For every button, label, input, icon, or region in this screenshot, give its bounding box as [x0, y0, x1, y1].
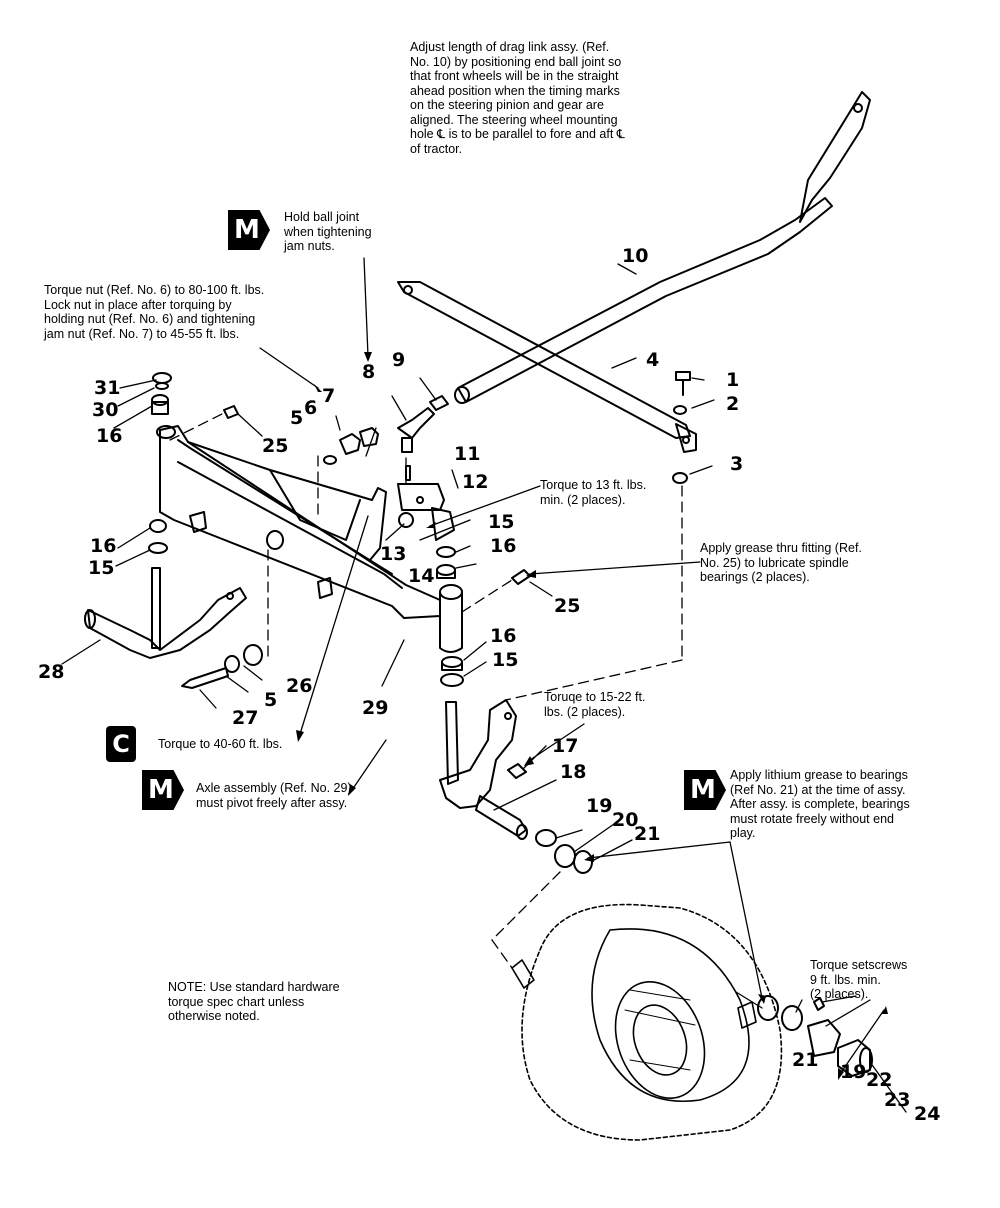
callout-2: 2	[726, 393, 739, 415]
callout-11: 11	[454, 443, 480, 465]
maintenance-badge-ball-joint: M	[228, 210, 270, 250]
callout-5a: 5	[290, 407, 303, 429]
callout-4: 4	[646, 349, 659, 371]
callout-15c: 15	[492, 649, 518, 671]
grease-fitting-left	[223, 405, 239, 419]
wheel-hardware	[757, 995, 873, 1077]
callout-29: 29	[362, 697, 388, 719]
callout-21b: 21	[792, 1049, 818, 1071]
right-bushings	[436, 546, 464, 687]
note-drag-link: Adjust length of drag link assy. (Ref. N…	[410, 40, 625, 156]
callout-25b: 25	[554, 595, 580, 617]
callout-24: 24	[914, 1103, 940, 1125]
note-standard: NOTE: Use standard hardware torque spec …	[168, 980, 340, 1023]
callout-19b: 19	[840, 1061, 866, 1083]
note-ball-joint: Hold ball joint when tightening jam nuts…	[284, 210, 372, 253]
callout-15a: 15	[488, 511, 514, 533]
grease-fitting	[511, 569, 531, 585]
steering-bracket	[397, 465, 455, 541]
callout-16b: 16	[90, 535, 116, 557]
tie-rod	[397, 281, 697, 453]
washer-3	[672, 472, 688, 484]
drag-link-assembly	[454, 91, 871, 404]
callout-17: 17	[552, 735, 578, 757]
nuts-6-7	[323, 427, 379, 465]
note-lithium: Apply lithium grease to bearings (Ref No…	[730, 768, 910, 840]
callout-16d: 16	[490, 625, 516, 647]
callout-16a: 16	[96, 425, 122, 447]
callout-14: 14	[408, 565, 434, 587]
left-hardware	[148, 372, 172, 554]
callout-21a: 21	[634, 823, 660, 845]
callout-7: 7	[322, 385, 335, 407]
callout-25a: 25	[262, 435, 288, 457]
note-torque-15-22: Toruqe to 15-22 ft. lbs. (2 places).	[544, 690, 646, 719]
note-torque-nut: Torque nut (Ref. No. 6) to 80-100 ft. lb…	[44, 283, 265, 341]
bolt-and-washer	[673, 371, 691, 415]
wheel	[511, 903, 783, 1141]
maintenance-badge-axle: M	[142, 770, 184, 810]
ball-joint	[397, 395, 449, 453]
callout-16c: 16	[490, 535, 516, 557]
axle-assembly	[156, 425, 441, 619]
callout-13: 13	[380, 543, 406, 565]
callout-26: 26	[286, 675, 312, 697]
callout-12: 12	[462, 471, 488, 493]
callout-9: 9	[392, 349, 405, 371]
callout-8: 8	[362, 361, 375, 383]
note-axle-pivot: Axle assembly (Ref. No. 29) must pivot f…	[196, 781, 352, 810]
right-spindle	[439, 699, 528, 840]
note-torque-40-60: Torque to 40-60 ft. lbs.	[158, 737, 283, 751]
callout-27: 27	[232, 707, 258, 729]
callout-18: 18	[560, 761, 586, 783]
hub-hardware	[507, 763, 593, 874]
callout-6: 6	[304, 397, 317, 419]
callout-28: 28	[38, 661, 64, 683]
callout-31: 31	[94, 377, 120, 399]
bolt-27-assembly	[181, 644, 263, 689]
callout-19a: 19	[586, 795, 612, 817]
callout-15b: 15	[88, 557, 114, 579]
callout-3: 3	[730, 453, 743, 475]
callout-10: 10	[622, 245, 648, 267]
maintenance-badge-lithium: M	[684, 770, 726, 810]
callout-5b: 5	[264, 689, 277, 711]
callout-1: 1	[726, 369, 739, 391]
critical-badge-torque: C	[106, 726, 136, 762]
callout-22: 22	[866, 1069, 892, 1091]
left-spindle	[84, 567, 247, 659]
callout-30: 30	[92, 399, 118, 421]
spindle-tube	[439, 584, 463, 653]
callout-20: 20	[612, 809, 638, 831]
callout-23: 23	[884, 1089, 910, 1111]
note-torque-13: Torque to 13 ft. lbs. min. (2 places).	[540, 478, 647, 507]
note-setscrews: Torque setscrews 9 ft. lbs. min. (2 plac…	[810, 958, 908, 1001]
note-grease: Apply grease thru fitting (Ref. No. 25) …	[700, 541, 862, 584]
